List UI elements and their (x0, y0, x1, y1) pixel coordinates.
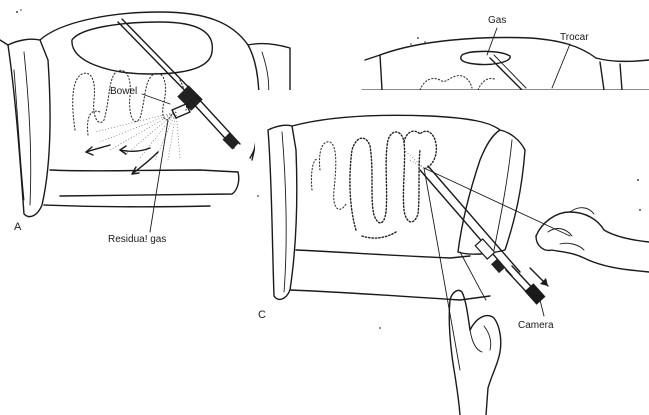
panel-b: Gas Trocar (361, 15, 649, 91)
panel-c-background (255, 90, 649, 415)
panel-a-residual-gas-leader (149, 119, 169, 233)
panel-a-gas-spray (94, 111, 181, 161)
panel-c-abdomen-outline (291, 114, 501, 131)
panel-b-abdomen-outline (379, 36, 597, 59)
panel-b-trocar-leader (551, 43, 571, 89)
panel-a: Bowel Residua! gas A (0, 11, 291, 245)
label-camera: Camera (518, 320, 554, 331)
label-gas: Gas (488, 15, 506, 26)
panel-c-camera-leader (539, 299, 545, 317)
panel-c-scope (419, 165, 546, 305)
panel-a-flow-arrows (85, 144, 159, 175)
panel-b-drape-left (364, 54, 383, 91)
panel-a-gas-bubble (71, 21, 213, 75)
label-trocar: Trocar (560, 32, 589, 43)
panel-c-right-hand (535, 207, 649, 273)
panel-b-gas-bubble (460, 50, 511, 66)
panel-b-drape-right (595, 57, 649, 91)
panel-a-table (49, 169, 240, 197)
panel-c-letter: C (258, 309, 266, 321)
panel-a-bowel-loops (72, 70, 188, 136)
panel-b-gas-leader (486, 27, 498, 56)
panel-c-bowel-loops (310, 130, 438, 239)
panel-a-drape-left (7, 38, 51, 218)
panel-c-left-hand (448, 289, 502, 415)
panel-b-needle (489, 57, 523, 91)
panel-c-view-lines (403, 149, 571, 371)
panel-a-bowel-leader (141, 93, 171, 105)
label-bowel: Bowel (110, 86, 137, 97)
panel-a-letter: A (14, 221, 22, 233)
panel-c-table (295, 249, 471, 259)
label-residual-gas: Residua! gas (108, 234, 166, 245)
panel-a-trocar (117, 18, 241, 150)
panel-c: Camera C (258, 114, 649, 415)
